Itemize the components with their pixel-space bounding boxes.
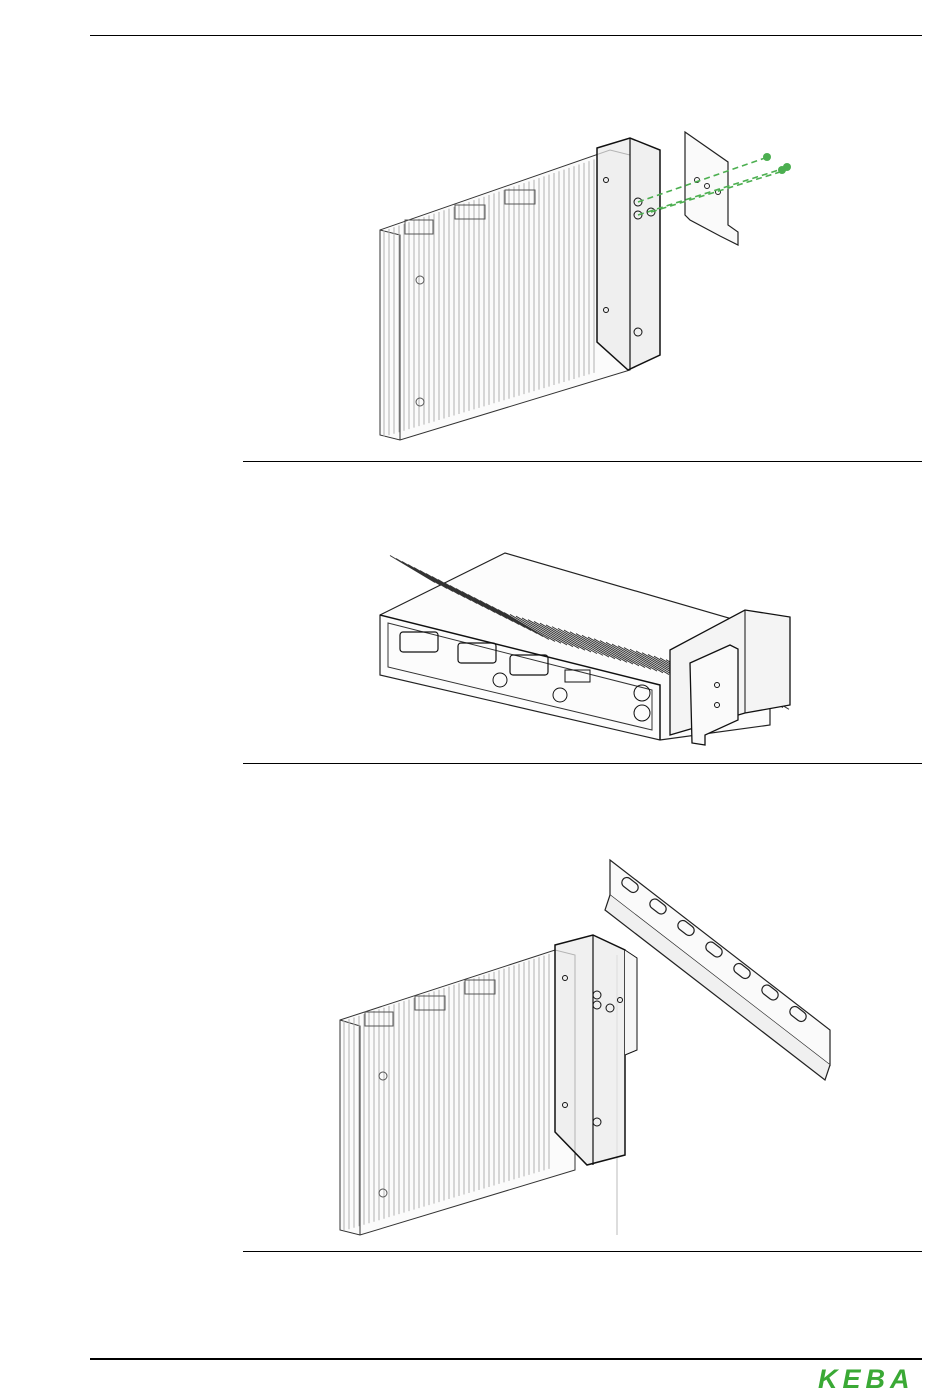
section-rule-3 [243, 1251, 922, 1252]
bracket-screw-illustration [360, 120, 800, 450]
mounted-bracket-illustration [360, 545, 800, 750]
logo-text: KEBA [818, 1364, 915, 1394]
figure-bracket-screw-assembly [360, 120, 800, 450]
section-rule-2 [243, 763, 922, 764]
figure-device-with-bracket [360, 545, 800, 750]
din-rail-illustration [325, 850, 835, 1240]
footer-rule [90, 1358, 922, 1360]
section-rule-1 [243, 461, 922, 462]
header-rule [90, 35, 922, 36]
figure-device-on-din-rail [325, 850, 835, 1240]
keba-logo: KEBA [818, 1364, 926, 1394]
